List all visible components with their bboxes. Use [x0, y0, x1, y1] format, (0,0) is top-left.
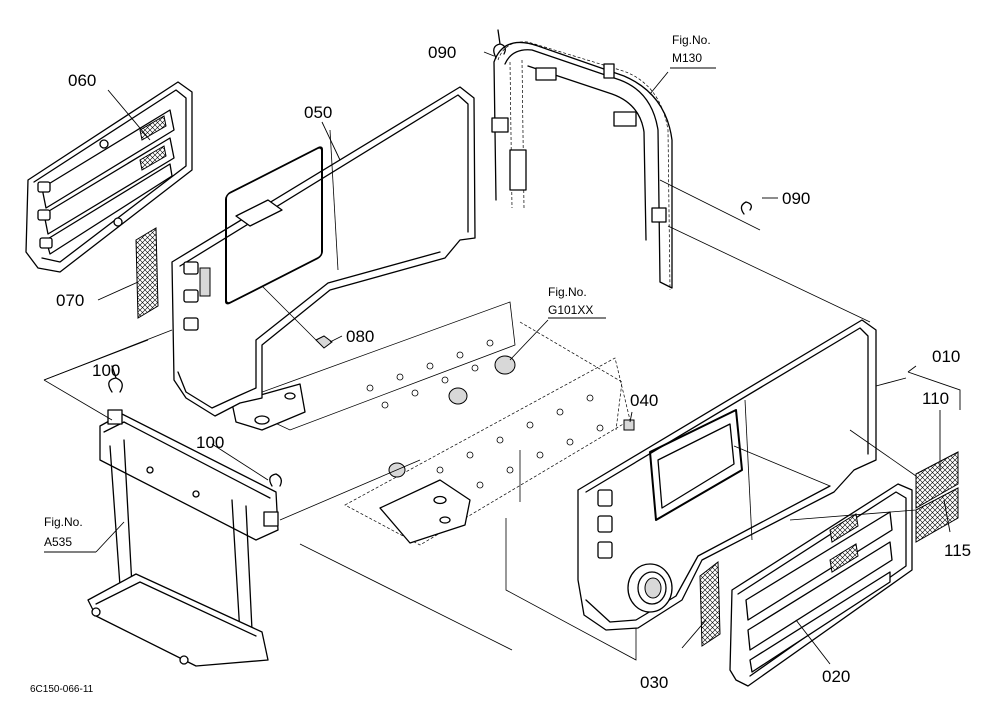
fig-ref-g101-number: G101XX: [548, 303, 593, 317]
label-100-top: 100: [92, 361, 120, 380]
right-side-panel-drawing: [577, 319, 877, 631]
label-060: 060: [68, 71, 96, 90]
left-mesh-drawing: [135, 227, 159, 319]
decal-110-drawing: [915, 451, 959, 509]
figure-references: Fig.No. M130 Fig.No. G101XX Fig.No. A535: [44, 33, 711, 549]
label-115: 115: [944, 541, 971, 560]
fig-ref-g101-caption: Fig.No.: [548, 285, 587, 299]
right-mesh-drawing: [699, 560, 721, 647]
fig-ref-m130-number: M130: [672, 51, 702, 65]
part-labels: 060 050 070 080 090 090 100 100 040 010 …: [56, 43, 971, 692]
fig-ref-a535-caption: Fig.No.: [44, 515, 83, 529]
right-grille-drawing: [729, 483, 913, 687]
fig-ref-m130-caption: Fig.No.: [672, 33, 711, 47]
clip-080-drawing: [315, 335, 333, 349]
decal-115-drawing: [915, 487, 959, 543]
rear-frame-drawing: [87, 409, 279, 667]
leader-lines: [43, 51, 961, 665]
label-050: 050: [304, 103, 332, 122]
fig-ref-a535-number: A535: [44, 535, 72, 549]
diagram-code: 6C150-066-11: [30, 684, 94, 695]
label-010: 010: [932, 347, 960, 366]
label-110: 110: [922, 389, 949, 408]
clip-shapes: [108, 29, 752, 487]
label-020: 020: [822, 667, 850, 686]
left-grille-drawing: [25, 81, 193, 273]
label-070: 070: [56, 291, 84, 310]
label-100-bottom: 100: [196, 433, 224, 452]
floor-plate-drawing: [230, 301, 631, 546]
label-030: 030: [640, 673, 668, 692]
label-080: 080: [346, 327, 374, 346]
label-040: 040: [630, 391, 658, 410]
label-090-right: 090: [782, 189, 810, 208]
left-side-panel-drawing: [171, 86, 476, 417]
rops-frame-drawing: [491, 41, 673, 291]
label-090-top: 090: [428, 43, 456, 62]
